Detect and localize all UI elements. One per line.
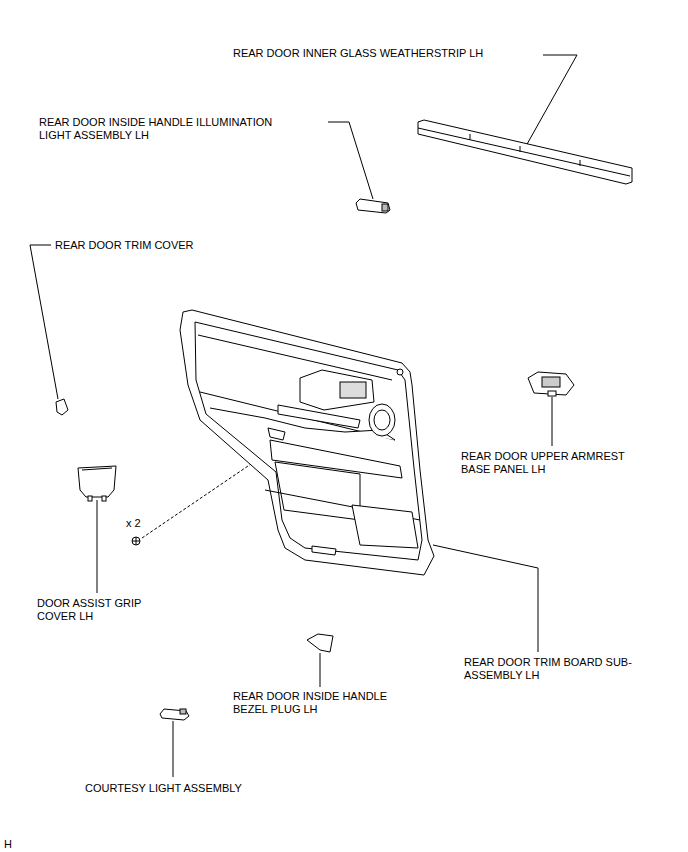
part-name: REAR DOOR INSIDE HANDLE BEZEL PLUG LH [233,690,403,716]
leader-line [552,397,553,446]
figure-code: H [4,838,24,851]
part-name: REAR DOOR TRIM BOARD SUB-ASSEMBLY LH [464,656,654,682]
screw [132,537,140,545]
part-name: REAR DOOR UPPER ARMREST BASE PANEL LH [461,450,629,476]
bezel-plug [307,634,333,652]
leader-line [173,721,174,777]
part-name: REAR DOOR INSIDE HANDLE ILLUMINATION LIG… [39,116,301,142]
part-name: REAR DOOR TRIM COVER [55,239,235,252]
weatherstrip [418,120,632,184]
leader-line [328,122,373,199]
part-name: REAR DOOR INNER GLASS WEATHERSTRIP LH [233,47,543,60]
leader-line [320,653,321,687]
door-trim-board [180,310,434,575]
leader-line [433,545,538,652]
leader-line [526,55,577,146]
part-name: DOOR ASSIST GRIP COVER LH [37,597,159,623]
courtesy-light [160,709,189,720]
armrest-base-panel [528,372,574,396]
quantity-label: x 2 [126,517,166,530]
illumination-light [356,199,390,213]
trim-cover [56,399,68,415]
leader-line [97,500,98,593]
part-name: COURTESY LIGHT ASSEMBLY [85,782,305,795]
assist-grip-cover [78,466,116,501]
leader-line [30,245,58,399]
